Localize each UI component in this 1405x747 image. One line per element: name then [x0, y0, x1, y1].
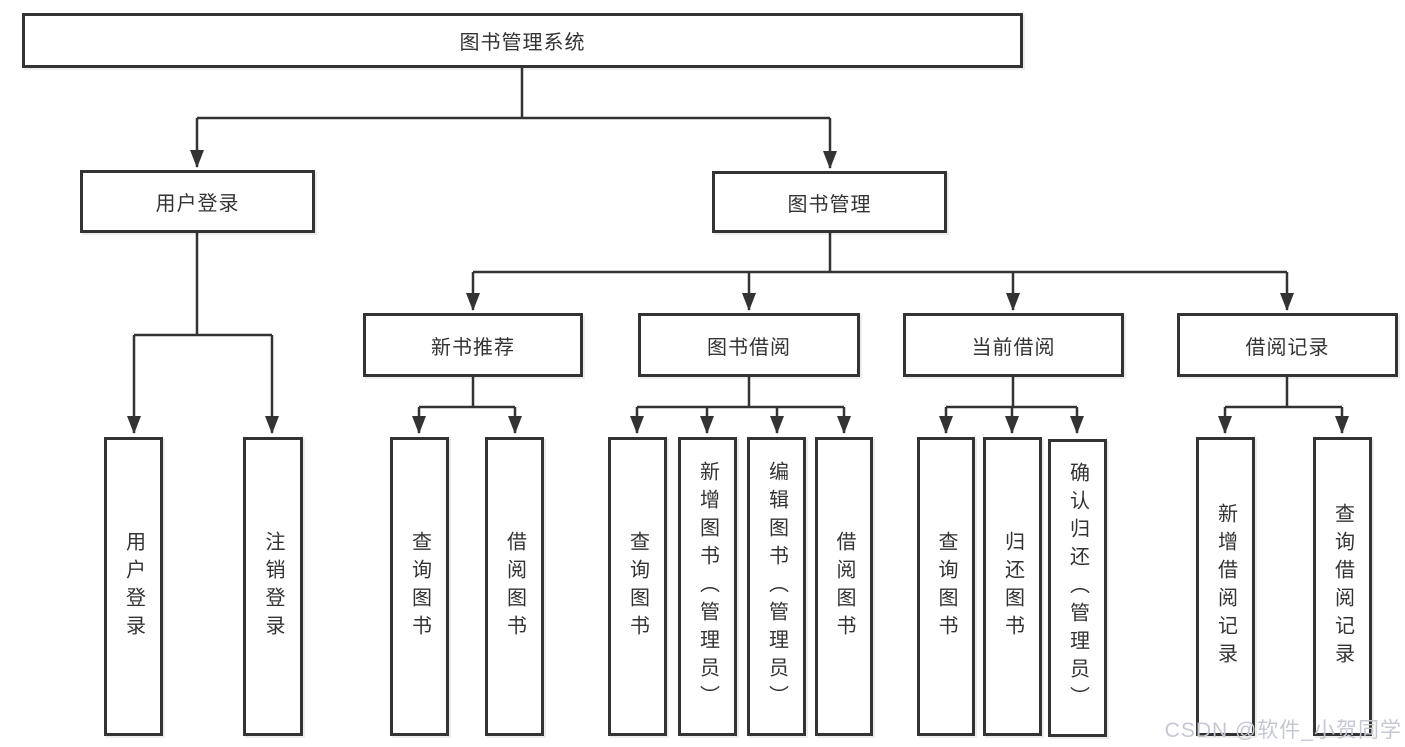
leaf-query-books-borrowing: 查询图书 — [608, 437, 667, 736]
connector-borrowing-records-branch — [1218, 377, 1349, 434]
leaf-add-book-admin: 新增图书（管理员） — [678, 437, 737, 736]
node-current-borrowing: 当前借阅 — [903, 313, 1124, 377]
leaf-user-login: 用户登录 — [104, 437, 163, 736]
node-book-borrowing: 图书借阅 — [638, 313, 860, 377]
leaf-return-books: 归还图书 — [983, 437, 1042, 736]
node-book-management-label: 图书管理 — [787, 193, 872, 216]
leaf-logout: 注销登录 — [243, 437, 303, 736]
connector-book-borrowing-branch — [630, 377, 851, 434]
node-current-borrowing-label: 当前借阅 — [971, 336, 1056, 359]
node-new-book-recommendation: 新书推荐 — [363, 313, 583, 377]
leaf-add-borrow-record-label: 新增借阅记录 — [1214, 502, 1237, 671]
leaf-query-borrow-record-label: 查询借阅记录 — [1331, 502, 1354, 671]
node-book-borrowing-label: 图书借阅 — [707, 336, 791, 359]
leaf-add-book-admin-label: 新增图书（管理员） — [696, 460, 719, 713]
leaf-query-books-recommend: 查询图书 — [390, 437, 449, 736]
leaf-edit-book-admin-label: 编辑图书（管理员） — [765, 460, 788, 713]
node-user-login: 用户登录 — [80, 170, 315, 233]
leaf-query-books-current-label: 查询图书 — [935, 530, 957, 643]
leaf-query-books-recommend-label: 查询图书 — [408, 530, 431, 643]
leaf-logout-label: 注销登录 — [262, 530, 284, 643]
leaf-borrow-books-recommend: 借阅图书 — [485, 437, 544, 736]
node-user-login-label: 用户登录 — [155, 193, 240, 215]
leaf-confirm-return-admin-label: 确认归还（管理员） — [1066, 462, 1089, 714]
leaf-query-borrow-record: 查询借阅记录 — [1313, 437, 1372, 736]
connector-book-management-to-level3 — [466, 233, 1294, 311]
node-book-management: 图书管理 — [712, 171, 947, 233]
leaf-borrow-books-borrowing-label: 借阅图书 — [833, 530, 855, 643]
node-borrowing-records: 借阅记录 — [1177, 313, 1398, 377]
node-root: 图书管理系统 — [22, 13, 1023, 68]
leaf-confirm-return-admin: 确认归还（管理员） — [1048, 439, 1107, 737]
connector-root-to-level2 — [190, 68, 837, 169]
connector-user-login-branch — [127, 233, 279, 434]
node-borrowing-records-label: 借阅记录 — [1245, 336, 1330, 359]
connector-new-book-recommendation-branch — [412, 377, 522, 434]
leaf-borrow-books-recommend-label: 借阅图书 — [503, 530, 526, 643]
leaf-edit-book-admin: 编辑图书（管理员） — [747, 437, 806, 736]
leaf-add-borrow-record: 新增借阅记录 — [1196, 437, 1255, 736]
node-root-label: 图书管理系统 — [459, 32, 586, 54]
connector-current-borrowing-branch — [939, 377, 1084, 434]
leaf-user-login-label: 用户登录 — [122, 530, 145, 643]
csdn-watermark: CSDN @软件_小贺同学 — [1164, 719, 1402, 742]
node-new-book-recommendation-label: 新书推荐 — [431, 336, 515, 359]
leaf-query-books-borrowing-label: 查询图书 — [626, 530, 649, 643]
leaf-borrow-books-borrowing: 借阅图书 — [815, 437, 873, 736]
leaf-return-books-label: 归还图书 — [1001, 530, 1024, 643]
leaf-query-books-current: 查询图书 — [917, 437, 975, 736]
